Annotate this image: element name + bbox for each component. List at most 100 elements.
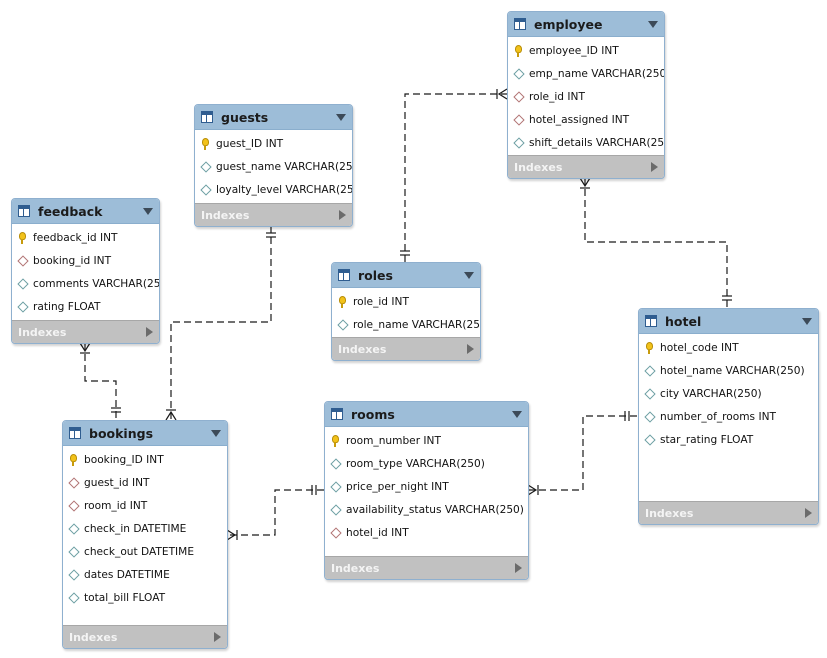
collapse-arrow-icon[interactable] <box>336 113 346 121</box>
column-row[interactable]: role_id INT <box>332 290 480 313</box>
collapse-arrow-icon[interactable] <box>143 207 153 215</box>
column-icon <box>329 503 342 516</box>
indexes-section[interactable]: Indexes <box>12 320 159 343</box>
primary-key-icon <box>337 295 348 308</box>
table-icon <box>338 269 350 281</box>
column-list: role_id INT role_name VARCHAR(25... <box>332 288 480 338</box>
primary-key-icon <box>513 44 524 57</box>
column-row[interactable]: check_out DATETIME <box>63 540 227 563</box>
table-header[interactable]: bookings <box>63 421 227 446</box>
column-label: employee_ID INT <box>529 44 619 57</box>
column-row[interactable]: booking_id INT <box>12 249 159 272</box>
indexes-section[interactable]: Indexes <box>508 155 664 178</box>
expand-arrow-icon[interactable] <box>515 563 522 573</box>
expand-arrow-icon[interactable] <box>467 344 474 354</box>
column-row[interactable]: dates DATETIME <box>63 563 227 586</box>
column-row[interactable]: guest_name VARCHAR(25... <box>195 155 352 178</box>
column-label: role_id INT <box>529 90 585 103</box>
column-label: room_number INT <box>346 434 441 447</box>
column-icon <box>16 277 29 290</box>
column-row[interactable]: comments VARCHAR(25... <box>12 272 159 295</box>
primary-key-icon <box>644 341 655 354</box>
column-row[interactable]: guest_ID INT <box>195 132 352 155</box>
column-row[interactable]: total_bill FLOAT <box>63 586 227 609</box>
table-header[interactable]: roles <box>332 263 480 288</box>
column-row[interactable]: emp_name VARCHAR(250) <box>508 62 664 85</box>
expand-arrow-icon[interactable] <box>214 632 221 642</box>
column-icon <box>199 160 212 173</box>
rooms-table[interactable]: rooms room_number INT room_type VARCHAR(25… <box>324 401 529 580</box>
table-header[interactable]: rooms <box>325 402 528 427</box>
column-row[interactable]: loyalty_level VARCHAR(25... <box>195 178 352 201</box>
column-row[interactable]: hotel_id INT <box>325 521 528 544</box>
column-list: room_number INT room_type VARCHAR(250)pri… <box>325 427 528 546</box>
indexes-section[interactable]: Indexes <box>639 501 818 524</box>
column-row[interactable]: check_in DATETIME <box>63 517 227 540</box>
rel-roles-employee <box>404 93 507 262</box>
column-row[interactable]: feedback_id INT <box>12 226 159 249</box>
indexes-section[interactable]: Indexes <box>195 203 352 226</box>
column-icon <box>67 545 80 558</box>
column-label: dates DATETIME <box>84 568 170 581</box>
column-label: star_rating FLOAT <box>660 433 754 446</box>
column-list: employee_ID INT emp_name VARCHAR(250) role… <box>508 37 664 156</box>
column-row[interactable]: rating FLOAT <box>12 295 159 318</box>
indexes-label: Indexes <box>69 630 118 644</box>
column-row[interactable]: price_per_night INT <box>325 475 528 498</box>
collapse-arrow-icon[interactable] <box>512 410 522 418</box>
foreign-key-column-icon <box>67 499 80 512</box>
expand-arrow-icon[interactable] <box>651 162 658 172</box>
column-label: number_of_rooms INT <box>660 410 776 423</box>
column-row[interactable]: hotel_assigned INT <box>508 108 664 131</box>
indexes-section[interactable]: Indexes <box>332 337 480 360</box>
expand-arrow-icon[interactable] <box>339 210 346 220</box>
column-row[interactable]: room_type VARCHAR(250) <box>325 452 528 475</box>
column-label: hotel_code INT <box>660 341 739 354</box>
column-row[interactable]: hotel_name VARCHAR(250) <box>639 359 818 382</box>
column-row[interactable]: employee_ID INT <box>508 39 664 62</box>
collapse-arrow-icon[interactable] <box>211 429 221 437</box>
column-row[interactable]: role_id INT <box>508 85 664 108</box>
employee-table[interactable]: employee employee_ID INT emp_name VARCHAR(… <box>507 11 665 179</box>
column-label: availability_status VARCHAR(250) <box>346 503 524 516</box>
roles-table[interactable]: roles role_id INT role_name VARCHAR(25...I… <box>331 262 481 361</box>
indexes-section[interactable]: Indexes <box>325 556 528 579</box>
expand-arrow-icon[interactable] <box>146 327 153 337</box>
column-row[interactable]: room_id INT <box>63 494 227 517</box>
column-label: emp_name VARCHAR(250) <box>529 67 664 80</box>
column-row[interactable]: number_of_rooms INT <box>639 405 818 428</box>
column-row[interactable]: shift_details VARCHAR(25... <box>508 131 664 154</box>
foreign-key-column-icon <box>512 113 525 126</box>
column-icon <box>643 387 656 400</box>
column-row[interactable]: role_name VARCHAR(25... <box>332 313 480 336</box>
column-row[interactable]: guest_id INT <box>63 471 227 494</box>
column-row[interactable]: hotel_code INT <box>639 336 818 359</box>
rel-guests-bookings <box>170 226 272 420</box>
hotel-table[interactable]: hotel hotel_code INT hotel_name VARCHAR(25… <box>638 308 819 525</box>
column-label: role_id INT <box>353 295 409 308</box>
table-icon <box>69 427 81 439</box>
table-header[interactable]: guests <box>195 105 352 130</box>
column-row[interactable]: availability_status VARCHAR(250) <box>325 498 528 521</box>
column-row[interactable]: booking_ID INT <box>63 448 227 471</box>
table-name: feedback <box>38 203 103 219</box>
collapse-arrow-icon[interactable] <box>464 271 474 279</box>
column-row[interactable]: room_number INT <box>325 429 528 452</box>
column-row[interactable]: star_rating FLOAT <box>639 428 818 451</box>
expand-arrow-icon[interactable] <box>805 508 812 518</box>
indexes-section[interactable]: Indexes <box>63 625 227 648</box>
column-icon <box>67 591 80 604</box>
column-label: feedback_id INT <box>33 231 118 244</box>
column-row[interactable]: city VARCHAR(250) <box>639 382 818 405</box>
collapse-arrow-icon[interactable] <box>648 20 658 28</box>
collapse-arrow-icon[interactable] <box>802 317 812 325</box>
table-header[interactable]: feedback <box>12 199 159 224</box>
column-label: check_in DATETIME <box>84 522 187 535</box>
table-header[interactable]: employee <box>508 12 664 37</box>
column-icon <box>16 300 29 313</box>
table-header[interactable]: hotel <box>639 309 818 334</box>
